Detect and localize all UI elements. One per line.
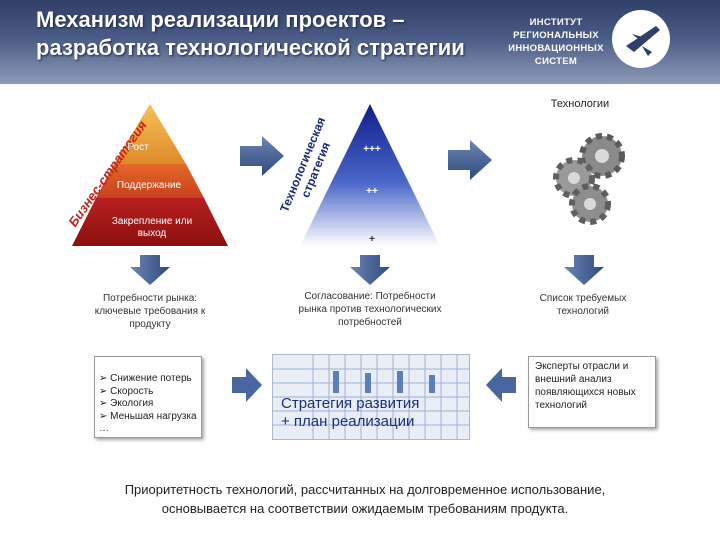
- experts-text: Эксперты отрасли и внешний анализ появля…: [535, 361, 636, 411]
- tech-level-low: +: [369, 234, 375, 245]
- tech-level-mid: ++: [366, 186, 378, 197]
- bullet-text-4: Меньшая нагрузка: [110, 410, 197, 422]
- logo-line-1: ИНСТИТУТ: [529, 17, 583, 28]
- strategy-line-1: Стратегия развития: [281, 395, 420, 412]
- logo-line-4: СИСТЕМ: [534, 56, 578, 67]
- tech-list-text: Список требуемых технологий: [539, 293, 627, 317]
- tech-pyramid: [300, 104, 440, 246]
- logo-line-2: РЕГИОНАЛЬНЫХ: [513, 30, 599, 41]
- market-needs-card: ➢ Снижение потерь ➢ Скорость ➢ Экология …: [94, 356, 202, 438]
- down-arrow-icon-2: [350, 255, 390, 285]
- footer-line-2: основывается на соответствии ожидаемым т…: [161, 501, 569, 516]
- title-line-2: разработка технологической стратегии: [36, 35, 465, 60]
- down-arrow-icon-3: [564, 255, 604, 285]
- level-retain-label: Закрепление или выход: [110, 216, 194, 240]
- header-bar: [0, 0, 720, 84]
- strategy-card-text: Стратегия развития + план реализации: [281, 395, 471, 431]
- level-support-label: Поддержание: [116, 180, 182, 191]
- strategy-line-2: + план реализации: [281, 413, 415, 430]
- down-arrow-icon-1: [130, 255, 170, 285]
- bullet-text-3: Экология: [110, 398, 154, 409]
- right-arrow-icon-3: [232, 368, 262, 402]
- pyramid-level-growth: [114, 104, 186, 164]
- tech-pyramid-shape: [300, 104, 440, 246]
- footer-text: Приоритетность технологий, рассчитанных …: [40, 480, 690, 518]
- technologies-label: Технологии: [550, 98, 610, 110]
- pyramid-level-retain: [72, 198, 228, 246]
- bullet-ellipsis: …: [99, 423, 109, 434]
- right-arrow-icon-2: [448, 140, 492, 180]
- strategy-card: Стратегия развития + план реализации: [272, 354, 470, 440]
- institute-logo-icon: [612, 10, 670, 68]
- right-arrow-icon: [240, 136, 284, 176]
- title-line-1: Механизм реализации проектов –: [36, 7, 405, 32]
- left-arrow-icon: [486, 368, 516, 402]
- bullet-item: ➢ Снижение потерь: [99, 373, 192, 384]
- level-growth-label: Рост: [127, 142, 149, 153]
- bullet-item: ➢ Экология: [99, 398, 154, 409]
- diagram-shapes: [72, 104, 625, 246]
- business-pyramid: [72, 104, 228, 246]
- logo-line-3: ИННОВАЦИОННЫХ: [508, 43, 604, 54]
- pyramid-level-support: [96, 164, 204, 198]
- tech-level-high: +++: [363, 144, 381, 155]
- level-retain-text: Закрепление или выход: [111, 216, 193, 239]
- footer-line-1: Приоритетность технологий, рассчитанных …: [124, 482, 606, 497]
- bullet-text-2: Скорость: [110, 385, 154, 397]
- market-needs-text: Потребности рынка: ключевые требования к…: [94, 293, 206, 330]
- strategy-grid-background: [273, 355, 469, 439]
- alignment-text: Согласование: Потребности рынка против т…: [298, 291, 442, 328]
- bullet-item: ➢ Скорость: [99, 385, 154, 397]
- down-arrows: [130, 255, 604, 285]
- bullet-text-1: Снижение потерь: [110, 373, 192, 384]
- experts-card: Эксперты отрасли и внешний анализ появля…: [528, 356, 656, 428]
- bullet-item: ➢ Меньшая нагрузка: [99, 410, 197, 422]
- page-title: Механизм реализации проектов – разработк…: [36, 6, 516, 62]
- institute-logo-text: ИНСТИТУТ РЕГИОНАЛЬНЫХ ИННОВАЦИОННЫХ СИСТ…: [506, 16, 606, 68]
- gears-icon: [553, 133, 625, 225]
